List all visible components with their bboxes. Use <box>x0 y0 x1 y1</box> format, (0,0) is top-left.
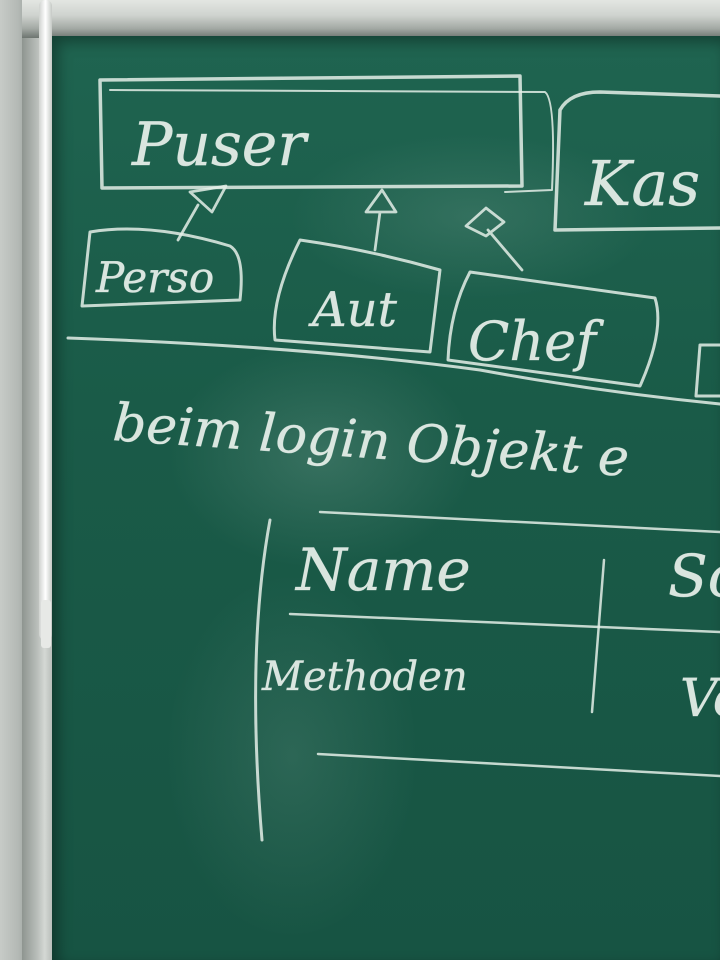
chalkboard <box>52 36 720 960</box>
inheritance-arrow-aut <box>364 188 398 252</box>
subclass-box-chef <box>446 270 660 388</box>
board-frame-top <box>22 0 720 38</box>
divider-line <box>66 336 720 406</box>
table-left-border <box>254 518 272 842</box>
table-top-line <box>318 510 720 534</box>
window-rope <box>39 0 52 648</box>
table-right-partial-top: Sc <box>668 542 720 610</box>
heading-text: beim login Objekt e <box>111 393 631 489</box>
table-name-label: Name <box>294 536 471 604</box>
partial-box-right <box>694 343 720 398</box>
subclass-label-chef: Chef <box>468 310 604 373</box>
right-box-label: Kas <box>584 147 700 220</box>
subclass-label-perso: Perso <box>95 253 214 302</box>
table-column-divider <box>590 558 606 714</box>
subclass-box-perso <box>80 227 243 308</box>
inheritance-arrow-chef <box>464 206 524 272</box>
subclass-box-aut <box>272 238 442 354</box>
right-box <box>553 90 720 232</box>
table-right-partial-bottom: Ve <box>680 669 720 729</box>
superclass-box-shadow <box>109 89 555 193</box>
table-methods-label: Methoden <box>261 654 468 700</box>
superclass-box <box>98 74 524 190</box>
table-middle-line <box>288 612 720 634</box>
table-bottom-line <box>316 752 720 778</box>
subclass-label-aut: Aut <box>308 282 398 338</box>
superclass-label: Puser <box>131 110 309 180</box>
inheritance-arrow-perso <box>176 184 228 242</box>
